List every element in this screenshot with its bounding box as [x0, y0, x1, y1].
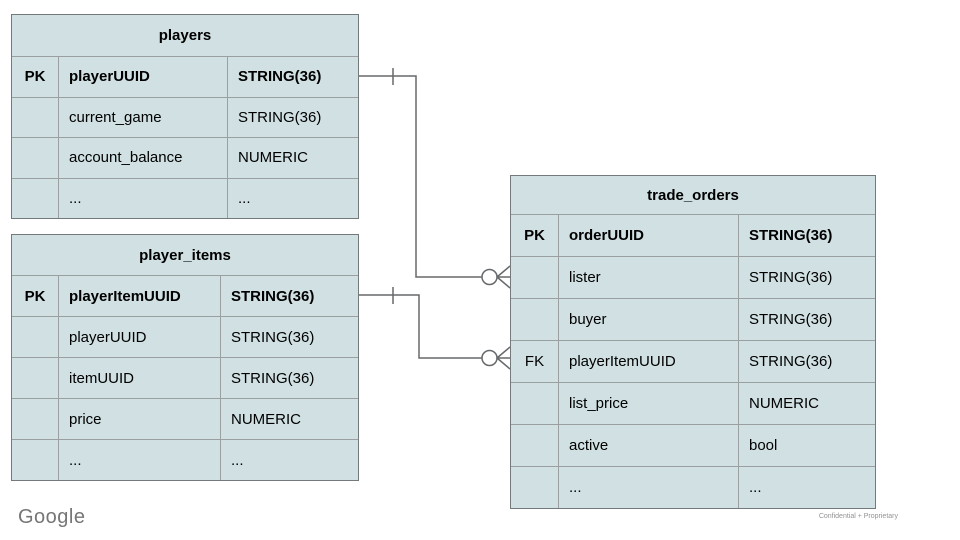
column-name-cell: playerUUID: [58, 316, 220, 357]
column-type-cell: STRING(36): [220, 357, 358, 398]
connector-line: [359, 75, 482, 278]
key-cell: PK: [12, 275, 58, 316]
column-name-cell: active: [558, 424, 738, 466]
column-type-cell: STRING(36): [227, 96, 358, 137]
column-name-cell: current_game: [58, 96, 227, 137]
crows-foot-icon: [496, 346, 511, 370]
column-type-cell: STRING(36): [738, 256, 875, 298]
column-type-cell: bool: [738, 424, 875, 466]
column-type-cell: STRING(36): [738, 340, 875, 382]
column-name-cell: price: [58, 398, 220, 439]
key-cell: PK: [511, 214, 558, 256]
key-cell: [511, 256, 558, 298]
key-cell: [12, 316, 58, 357]
column-type-cell: STRING(36): [738, 214, 875, 256]
column-name-cell: itemUUID: [58, 357, 220, 398]
column-type-cell: NUMERIC: [738, 382, 875, 424]
key-cell: [12, 96, 58, 137]
column-type-cell: ...: [220, 439, 358, 480]
confidential-note: Confidential + Proprietary: [818, 513, 898, 520]
column-name-cell: ...: [558, 466, 738, 508]
key-cell: [511, 424, 558, 466]
column-type-cell: ...: [738, 466, 875, 508]
table-title: player_items: [12, 235, 358, 275]
column-name-cell: buyer: [558, 298, 738, 340]
key-cell: PK: [12, 56, 58, 97]
column-name-cell: playerItemUUID: [558, 340, 738, 382]
key-cell: [12, 177, 58, 218]
column-type-cell: STRING(36): [738, 298, 875, 340]
key-cell: [511, 466, 558, 508]
column-name-cell: playerUUID: [58, 56, 227, 97]
column-type-cell: STRING(36): [220, 275, 358, 316]
column-type-cell: STRING(36): [220, 316, 358, 357]
key-cell: [12, 357, 58, 398]
entity-table-players: players PK playerUUID STRING(36) current…: [11, 14, 359, 219]
crows-foot-icon: [496, 265, 511, 289]
entity-table-player-items: player_items PK playerItemUUID STRING(36…: [11, 234, 359, 481]
table-title: trade_orders: [511, 176, 875, 214]
table-title: players: [12, 15, 358, 56]
column-type-cell: ...: [227, 177, 358, 218]
column-type-cell: STRING(36): [227, 56, 358, 97]
column-name-cell: playerItemUUID: [58, 275, 220, 316]
key-cell: [511, 382, 558, 424]
column-name-cell: list_price: [558, 382, 738, 424]
column-name-cell: account_balance: [58, 137, 227, 178]
connector-line: [359, 294, 482, 359]
entity-table-trade-orders: trade_orders PK orderUUID STRING(36) lis…: [510, 175, 876, 509]
cardinality-zero-circle: [481, 349, 498, 367]
relationship-players-to-trade-orders: [359, 68, 511, 289]
google-logo: Google: [18, 506, 86, 528]
column-name-cell: lister: [558, 256, 738, 298]
column-name-cell: ...: [58, 439, 220, 480]
key-cell: [12, 398, 58, 439]
column-name-cell: orderUUID: [558, 214, 738, 256]
key-cell: FK: [511, 340, 558, 382]
key-cell: [12, 137, 58, 178]
key-cell: [12, 439, 58, 480]
column-type-cell: NUMERIC: [227, 137, 358, 178]
relationship-player-items-to-trade-orders: [359, 287, 511, 370]
key-cell: [511, 298, 558, 340]
column-type-cell: NUMERIC: [220, 398, 358, 439]
cardinality-zero-circle: [481, 268, 498, 286]
column-name-cell: ...: [58, 177, 227, 218]
